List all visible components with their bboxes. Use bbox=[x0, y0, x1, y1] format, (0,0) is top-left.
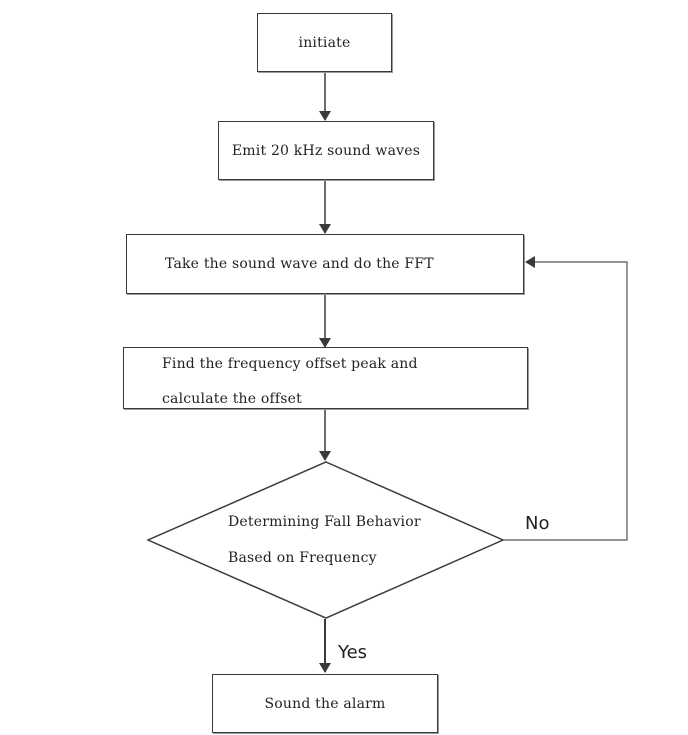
node-initiate: initiate bbox=[257, 13, 392, 72]
loop-no-branch bbox=[503, 256, 628, 541]
node-frequency-peak: Find the frequency offset peak and calcu… bbox=[123, 347, 528, 409]
node-sound-alarm: Sound the alarm bbox=[212, 674, 438, 733]
node-frequency-peak-line1: Find the frequency offset peak and bbox=[162, 356, 418, 372]
edge-label-yes: Yes bbox=[338, 642, 368, 663]
node-fft-label: Take the sound wave and do the FFT bbox=[165, 256, 434, 272]
node-emit-sound: Emit 20 kHz sound waves bbox=[218, 121, 434, 180]
node-initiate-label: initiate bbox=[298, 34, 351, 51]
decision-diamond bbox=[146, 461, 505, 619]
decision-label-line1: Determining Fall Behavior bbox=[228, 514, 421, 530]
edge-label-no: No bbox=[525, 513, 550, 534]
node-fft: Take the sound wave and do the FFT bbox=[126, 234, 524, 294]
decision-label-line2: Based on Frequency bbox=[228, 550, 377, 566]
node-emit-sound-label: Emit 20 kHz sound waves bbox=[231, 142, 421, 159]
node-frequency-peak-line2: calculate the offset bbox=[162, 391, 302, 407]
node-sound-alarm-label: Sound the alarm bbox=[264, 695, 386, 712]
